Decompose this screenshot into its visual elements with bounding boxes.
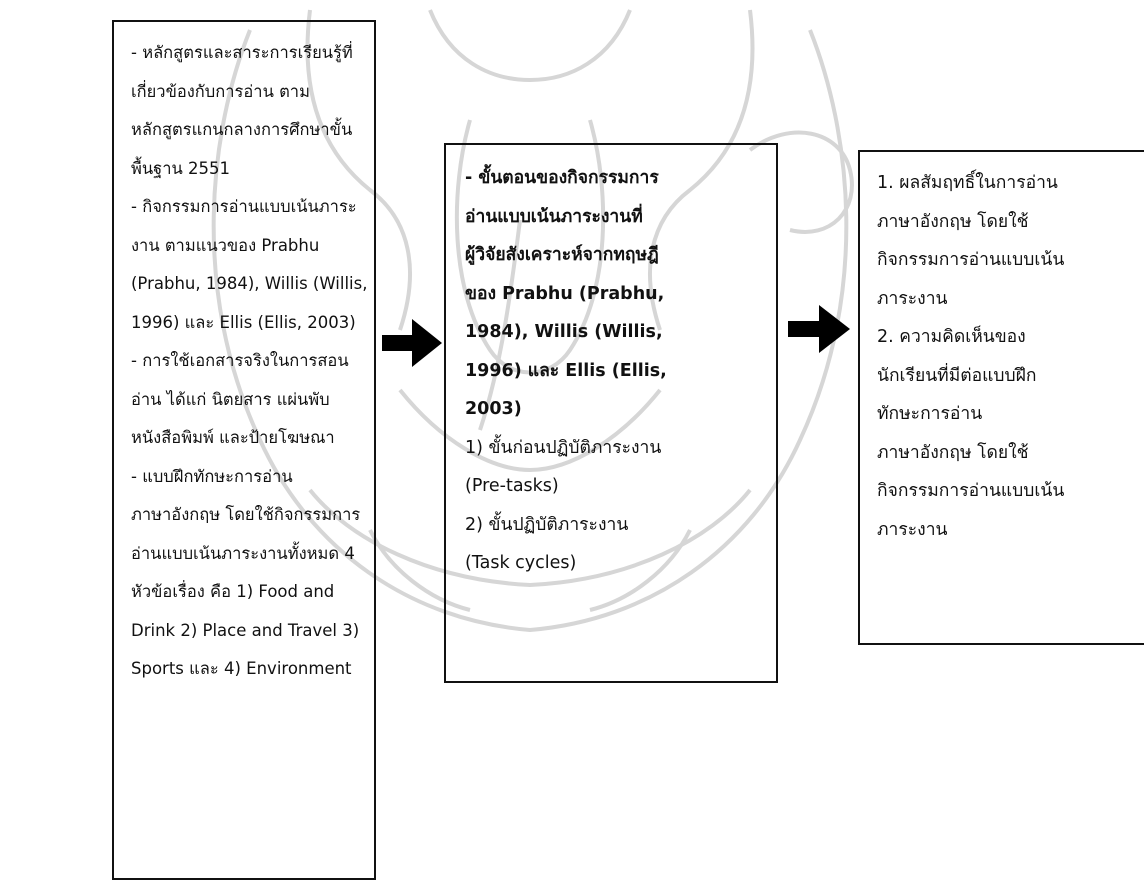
left-box-line: Drink 2) Place and Travel 3) (131, 620, 360, 640)
right-box-line: กิจกรรมการอ่านแบบเน้น (877, 250, 1065, 270)
middle-box-heading-line: 1996) และ Ellis (Ellis, (465, 360, 667, 381)
right-box-line: 1. ผลสัมฤทธิ์ในการอ่าน (877, 173, 1058, 193)
middle-box-heading-line: อ่านแบบเน้นภาระงานที่ (465, 206, 643, 227)
left-box-line: หนังสือพิมพ์ และป้ายโฆษณา (131, 428, 335, 447)
middle-box-heading-line: ของ Prabhu (Prabhu, (465, 283, 665, 304)
middle-box-heading-line: ผู้วิจัยสังเคราะห์จากทฤษฎี (465, 245, 659, 265)
left-box-line: หัวข้อเรื่อง คือ 1) Food and (131, 582, 335, 601)
right-box-line: นักเรียนที่มีต่อแบบฝึก (877, 365, 1037, 386)
left-box-line: เกี่ยวข้องกับการอ่าน ตาม (131, 81, 310, 101)
middle-box-heading-line: 2003) (465, 399, 522, 419)
arrow-right-icon (788, 305, 850, 353)
left-box-line: อ่าน ได้แก่ นิตยสาร แผ่นพับ (131, 389, 330, 409)
left-box-line: 1996) และ Ellis (Ellis, 2003) (131, 312, 356, 332)
middle-box-line: (Task cycles) (465, 553, 577, 573)
right-box-line: ภาษาอังกฤษ โดยใช้ (877, 211, 1029, 232)
left-box-line: - แบบฝึกทักษะการอ่าน (131, 466, 293, 486)
right-box-line: ภาษาอังกฤษ โดยใช้ (877, 442, 1029, 463)
right-box-line: ภาระงาน (877, 288, 948, 309)
middle-box-line: 1) ขั้นก่อนปฏิบัติภาระงาน (465, 437, 662, 458)
right-output-box: 1. ผลสัมฤทธิ์ในการอ่าน ภาษาอังกฤษ โดยใช้… (858, 150, 1144, 645)
left-box-line: - การใช้เอกสารจริงในการสอน (131, 351, 349, 370)
right-box-line: 2. ความคิดเห็นของ (877, 327, 1026, 347)
left-box-line: หลักสูตรแกนกลางการศึกษาขั้น (131, 120, 353, 139)
left-box-line: งาน ตามแนวของ Prabhu (131, 235, 320, 255)
middle-box-line: 2) ขั้นปฏิบัติภาระงาน (465, 514, 629, 535)
left-box-line: ภาษาอังกฤษ โดยใช้กิจกรรมการ (131, 505, 361, 524)
left-box-line: พื้นฐาน 2551 (131, 158, 231, 178)
left-box-line: - หลักสูตรและสาระการเรียนรู้ที่ (131, 43, 353, 62)
right-box-line: ทักษะการอ่าน (877, 404, 983, 424)
left-box-line: อ่านแบบเน้นภาระงานทั้งหมด 4 (131, 543, 355, 563)
middle-process-box: - ขั้นตอนของกิจกรรมการ อ่านแบบเน้นภาระงา… (444, 143, 778, 683)
right-box-line: กิจกรรมการอ่านแบบเน้น (877, 481, 1065, 501)
left-box-line: - กิจกรรมการอ่านแบบเน้นภาระ (131, 197, 357, 216)
middle-box-heading-line: - ขั้นตอนของกิจกรรมการ (465, 168, 659, 188)
left-box-line: Sports และ 4) Environment (131, 659, 352, 678)
left-box-line: (Prabhu, 1984), Willis (Willis, (131, 274, 368, 293)
right-box-line: ภาระงาน (877, 519, 948, 540)
middle-box-heading-line: 1984), Willis (Willis, (465, 322, 663, 342)
left-input-box: - หลักสูตรและสาระการเรียนรู้ที่ เกี่ยวข้… (112, 20, 376, 880)
arrow-right-icon (382, 319, 442, 367)
middle-box-line: (Pre-tasks) (465, 476, 559, 496)
